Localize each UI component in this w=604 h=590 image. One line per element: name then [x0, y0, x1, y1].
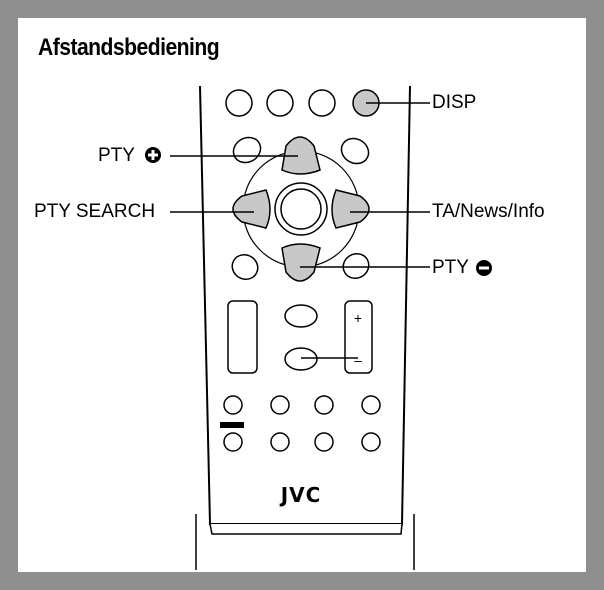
- volume-minus-label: –: [354, 352, 362, 368]
- pty-search-label: PTY SEARCH: [34, 201, 156, 222]
- number-button-1[interactable]: [223, 395, 243, 415]
- remote-bottom-edge: [195, 514, 415, 570]
- number-button-2[interactable]: [270, 395, 290, 415]
- pty-plus-label: PTY: [98, 145, 135, 166]
- number-button-8[interactable]: [361, 432, 381, 452]
- corner-button-top-right[interactable]: [337, 134, 373, 169]
- number-button-5[interactable]: [223, 432, 243, 452]
- brand-logo: JVC: [279, 483, 322, 507]
- top-button-2[interactable]: [266, 89, 294, 117]
- middle-oval-button-bottom[interactable]: [284, 347, 318, 371]
- top-button-1[interactable]: [225, 89, 253, 117]
- minus-in-circle-icon: [476, 260, 492, 276]
- volume-plus-label: +: [354, 310, 362, 326]
- left-rocker-button[interactable]: [227, 300, 258, 374]
- volume-rocker[interactable]: [344, 300, 373, 374]
- pty-search-button[interactable]: [232, 189, 271, 229]
- number-button-3[interactable]: [314, 395, 334, 415]
- minus-bar-icon: [220, 422, 244, 428]
- diagram-title: Afstandsbediening: [38, 34, 220, 61]
- pty-plus-button[interactable]: [281, 136, 321, 175]
- disp-label: DISP: [432, 92, 477, 113]
- pty-minus-label: PTY: [432, 257, 469, 278]
- number-button-7[interactable]: [314, 432, 334, 452]
- corner-button-bottom-right[interactable]: [339, 249, 374, 283]
- number-button-4[interactable]: [361, 395, 381, 415]
- pty-minus-button[interactable]: [281, 243, 321, 282]
- ta-news-info-label: TA/News/Info: [432, 201, 545, 222]
- corner-button-bottom-left[interactable]: [228, 250, 263, 284]
- plus-in-circle-icon: [145, 147, 161, 163]
- number-button-6[interactable]: [270, 432, 290, 452]
- center-button[interactable]: [280, 188, 322, 230]
- middle-oval-button-top[interactable]: [284, 304, 318, 328]
- top-button-3[interactable]: [308, 89, 336, 117]
- remote-edge: [209, 523, 403, 535]
- ta-news-info-button[interactable]: [331, 189, 370, 229]
